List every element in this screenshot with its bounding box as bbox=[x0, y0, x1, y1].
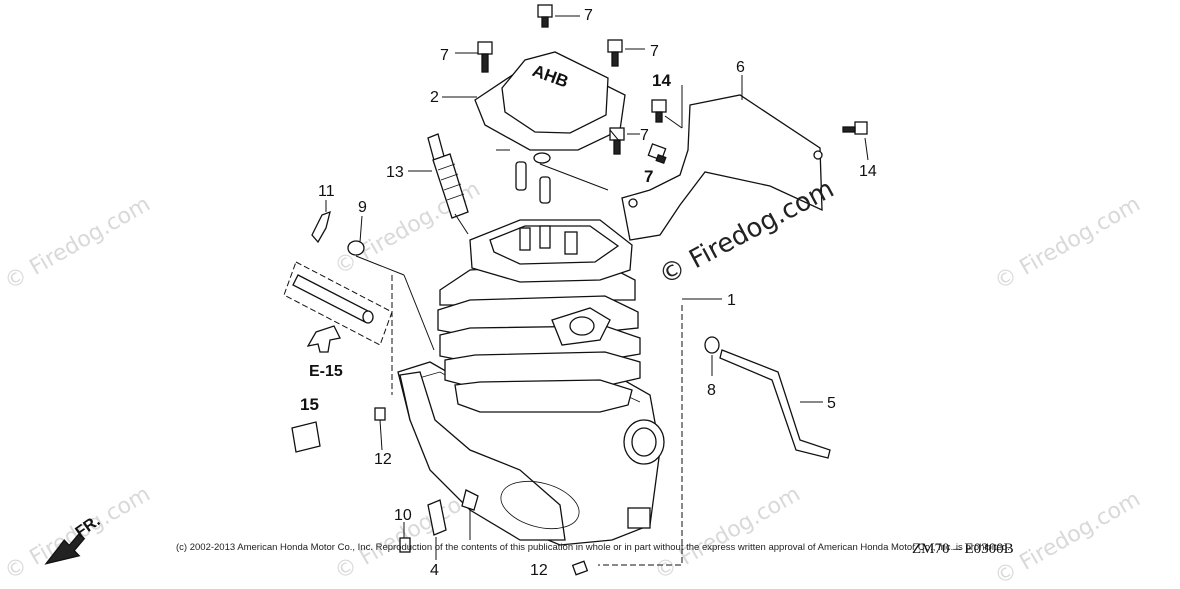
o-ring[interactable] bbox=[533, 152, 551, 164]
callout-4: 4 bbox=[430, 562, 439, 579]
diagram-code: ZM70 – E0300B bbox=[912, 541, 1014, 557]
dowel-12-upper[interactable] bbox=[374, 407, 386, 421]
dowel-left[interactable] bbox=[515, 161, 527, 191]
muffler-protector[interactable] bbox=[621, 94, 823, 241]
bolt-7-mid[interactable] bbox=[609, 127, 625, 155]
callout-11: 11 bbox=[318, 183, 335, 200]
bolt-7-left[interactable] bbox=[477, 41, 493, 73]
watermark-left: © Firedog.com bbox=[1, 192, 155, 295]
callout-12-lower: 12 bbox=[530, 562, 548, 579]
callout-7-top: 7 bbox=[584, 7, 593, 24]
clamp[interactable] bbox=[461, 489, 479, 511]
tube[interactable] bbox=[292, 274, 371, 323]
bolt-14-right[interactable] bbox=[842, 121, 868, 135]
bolt-7-top[interactable] bbox=[537, 4, 553, 28]
callout-7-right: 7 bbox=[650, 43, 659, 60]
screw-10[interactable] bbox=[399, 537, 411, 553]
clip-11[interactable] bbox=[311, 210, 331, 244]
rod-5[interactable] bbox=[719, 349, 831, 459]
front-arrow-icon bbox=[44, 532, 86, 565]
callout-7-lower: 7 bbox=[644, 167, 653, 186]
bolt-7-lower[interactable] bbox=[647, 143, 667, 165]
callout-6: 6 bbox=[736, 59, 745, 76]
leader-lines bbox=[325, 15, 869, 560]
spark-plug[interactable] bbox=[427, 133, 469, 219]
cap-15[interactable] bbox=[291, 421, 321, 453]
watermark-lower-mid: © Firedog.com bbox=[651, 482, 805, 585]
reference-e15[interactable]: E-15 bbox=[309, 363, 343, 380]
watermark-right: © Firedog.com bbox=[991, 192, 1145, 295]
callout-9: 9 bbox=[358, 199, 367, 216]
copyright-notice: (c) 2002-2013 American Honda Motor Co., … bbox=[176, 542, 1010, 553]
washer-8[interactable] bbox=[704, 336, 720, 354]
callout-14-right: 14 bbox=[859, 163, 877, 180]
watermark-bottom-right: © Firedog.com bbox=[991, 487, 1145, 589]
callout-13: 13 bbox=[386, 164, 404, 181]
callout-2: 2 bbox=[430, 89, 439, 106]
callout-5: 5 bbox=[827, 395, 836, 412]
cylinder-assembly[interactable] bbox=[391, 219, 683, 566]
bolt-14-left[interactable] bbox=[651, 99, 667, 123]
callout-8: 8 bbox=[707, 382, 716, 399]
callout-1: 1 bbox=[727, 292, 736, 309]
head-cover[interactable]: AHB bbox=[474, 51, 626, 151]
washer-9[interactable] bbox=[347, 240, 365, 256]
plate-4[interactable] bbox=[427, 499, 447, 536]
e15-arrow-icon bbox=[306, 325, 341, 353]
dowel-right[interactable] bbox=[539, 176, 551, 204]
bolt-7-right[interactable] bbox=[607, 39, 623, 67]
callout-15: 15 bbox=[300, 395, 319, 414]
dowel-12-lower[interactable] bbox=[571, 560, 589, 576]
callout-12-upper: 12 bbox=[374, 451, 392, 468]
callout-10: 10 bbox=[394, 507, 412, 524]
callout-numbers: 7 7 7 7 7 2 14 14 6 13 11 9 1 8 5 15 12 … bbox=[300, 7, 877, 579]
callout-7-mid: 7 bbox=[640, 127, 649, 144]
callout-7-left: 7 bbox=[440, 47, 449, 64]
callout-14-left: 14 bbox=[652, 71, 671, 90]
